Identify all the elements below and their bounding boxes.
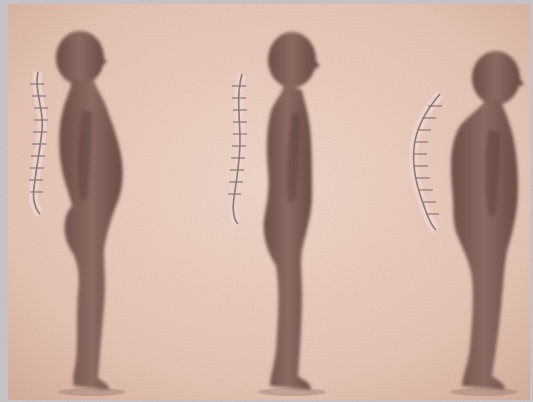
ground-shadow — [258, 388, 326, 396]
ground-shadow — [450, 388, 518, 396]
head-icon — [56, 31, 104, 85]
ground-shadow — [58, 388, 126, 396]
head-icon — [268, 32, 316, 88]
head-icon — [472, 51, 520, 105]
